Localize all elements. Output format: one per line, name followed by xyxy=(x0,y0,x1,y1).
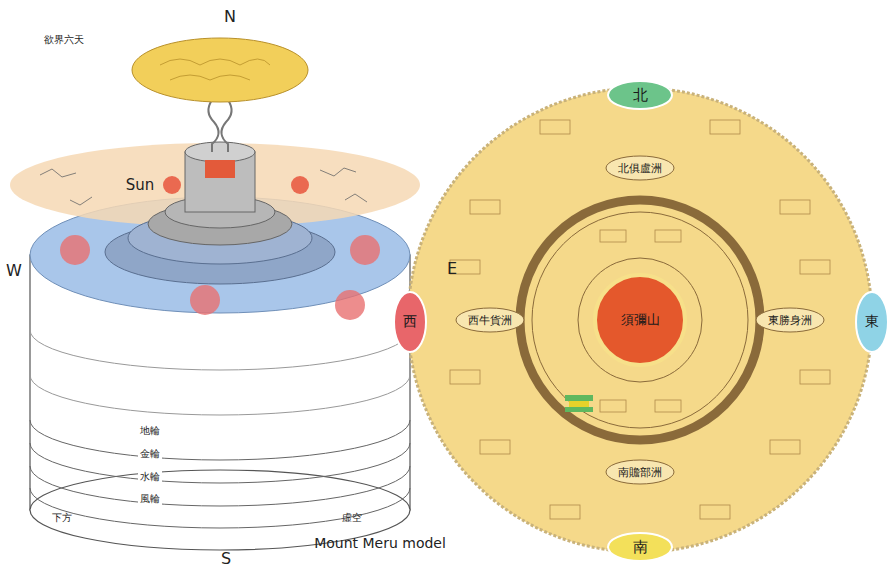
continent-dot xyxy=(350,235,380,265)
node-text: 東勝身洲 xyxy=(768,313,812,328)
meru-center: 須彌山 xyxy=(592,272,688,368)
meru-model xyxy=(10,38,420,550)
palace xyxy=(205,160,235,178)
heaven-disc xyxy=(132,38,308,102)
band-line xyxy=(30,488,410,528)
meru-ring xyxy=(578,258,702,382)
compass-letter: N xyxy=(224,7,236,26)
heaven-label: 欲界六天 xyxy=(44,33,84,47)
compass-lobe: 東 xyxy=(855,291,889,353)
compass-lobe: 西 xyxy=(393,291,427,353)
band-line xyxy=(30,420,410,460)
marker-icon xyxy=(565,395,593,412)
iron-ring xyxy=(520,200,760,440)
band-label: 水輪 xyxy=(138,470,162,484)
node-text: 東 xyxy=(865,313,879,331)
moon-disc xyxy=(291,176,309,194)
compass-lobe: 北 xyxy=(607,80,673,110)
node-text: 北俱盧洲 xyxy=(618,161,662,176)
band-label: 金輪 xyxy=(138,447,162,461)
node-text: 北 xyxy=(633,86,648,105)
cloud-stalk xyxy=(208,100,231,152)
band-label: 地輪 xyxy=(138,424,162,438)
band-line xyxy=(30,466,410,506)
band-label: 風輪 xyxy=(138,492,162,506)
world-disc xyxy=(408,88,872,552)
compass-letter: E xyxy=(447,259,457,278)
heaven-pattern xyxy=(160,59,270,80)
continent-oval: 東勝身洲 xyxy=(755,307,825,333)
continent-dot xyxy=(335,290,365,320)
continent-oval: 南贍部洲 xyxy=(605,459,675,485)
continent-dot xyxy=(190,285,220,315)
band-line xyxy=(30,443,410,483)
mountain-top xyxy=(185,142,255,162)
band-line xyxy=(30,330,410,370)
band-line xyxy=(30,375,410,415)
continent-oval: 北俱盧洲 xyxy=(605,155,675,181)
small-boxes xyxy=(450,120,830,519)
plan-view xyxy=(408,88,872,552)
continent-dot xyxy=(60,235,90,265)
corner-label: 虛空 xyxy=(342,511,362,525)
corner-label: 下方 xyxy=(52,511,72,525)
compass-lobe: 南 xyxy=(607,532,673,562)
node-text: 須彌山 xyxy=(621,311,660,329)
node-text: 西牛貨洲 xyxy=(468,313,512,328)
node-text: 南贍部洲 xyxy=(618,465,662,480)
mountain-body xyxy=(185,152,255,212)
node-text: 西 xyxy=(403,313,417,331)
inner-ring xyxy=(532,212,748,428)
sun-label: Sun xyxy=(126,176,155,194)
compass-letter: W xyxy=(6,261,22,280)
node-text: 南 xyxy=(633,538,648,557)
compass-letter: S xyxy=(221,549,231,568)
sun-band xyxy=(10,143,420,227)
caption-label: Mount Meru model xyxy=(314,535,446,551)
continent-oval: 西牛貨洲 xyxy=(455,307,525,333)
sun-disc xyxy=(163,176,181,194)
